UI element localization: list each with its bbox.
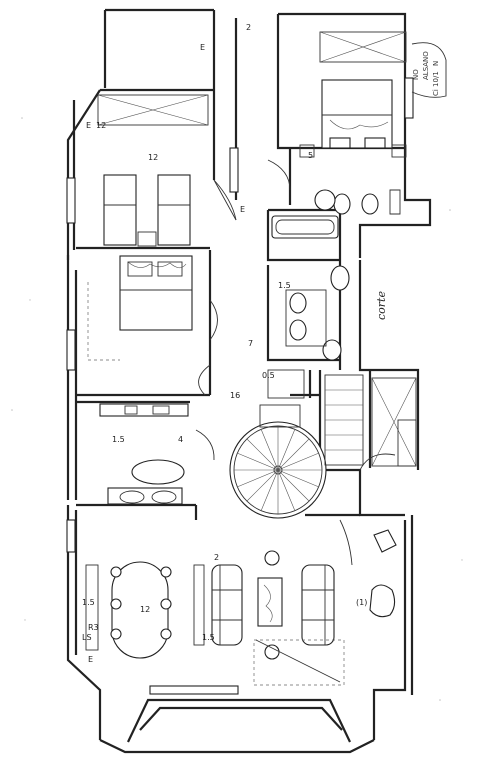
annotation-label: E <box>86 121 91 130</box>
courtyard-label: corte <box>375 291 388 320</box>
radiators <box>66 77 414 553</box>
approval-stamp: NO ALSANO N Ci 10/1 <box>411 42 447 98</box>
dining-table <box>111 561 169 659</box>
annotation-label: 12 <box>96 121 106 130</box>
stamp-line: Ci 10/1 <box>432 71 440 96</box>
annotation-label: 2 <box>214 553 219 562</box>
annotation-label: 12 <box>140 605 150 614</box>
double-bed <box>321 79 393 149</box>
annotations: corte E 12 E 2 12 E 5 1.5 0.5 16 1.5 4 7… <box>82 23 388 664</box>
sofa-1 <box>211 564 243 646</box>
bidet-2 <box>289 319 307 341</box>
sofa-2 <box>301 564 335 646</box>
kitchen <box>99 403 189 505</box>
annotation-label: 16 <box>230 391 240 400</box>
annotation-label: 4 <box>178 435 183 444</box>
sink-1 <box>314 189 336 211</box>
toilet-2 <box>289 292 307 314</box>
annotation-label: 7 <box>248 339 253 348</box>
scan-noise <box>11 117 463 701</box>
stamp-line: NO <box>412 69 420 80</box>
bathrooms <box>271 189 379 361</box>
toilet-1 <box>333 193 351 215</box>
annotation-label: E <box>240 205 245 214</box>
annotation-label: 1.5 <box>278 281 291 290</box>
radiator-1 <box>66 177 76 224</box>
annotation-label: LS <box>82 633 92 642</box>
main-staircase <box>267 369 417 467</box>
coffee-table <box>257 577 283 627</box>
door-swings <box>195 159 396 566</box>
annotation-label: 1.5 <box>82 598 95 607</box>
bidet-1 <box>361 193 379 215</box>
twin-bedroom <box>66 94 209 247</box>
annotation-label: 12 <box>148 153 158 162</box>
annotation-label: 1.5 <box>202 633 215 642</box>
annotation-label: R3 <box>88 623 99 632</box>
annotation-label: 1.5 <box>112 435 125 444</box>
annotation-label: 2 <box>246 23 251 32</box>
sideboard-2 <box>193 564 205 646</box>
spiral-staircase <box>229 404 327 519</box>
guest-bedroom <box>87 255 193 361</box>
annotation-label: (1) <box>356 598 367 607</box>
annotation-label: E <box>200 43 205 52</box>
annotation-label: E <box>88 655 93 664</box>
stamp-line: ALSANO <box>422 51 430 80</box>
annotation-label: 0.5 <box>262 371 275 380</box>
single-bed-1 <box>103 174 137 246</box>
annotation-label: 5 <box>308 151 313 160</box>
outer-walls <box>66 8 432 754</box>
kitchen-table <box>131 459 185 485</box>
master-bedroom <box>299 31 407 215</box>
console <box>85 564 99 651</box>
stamp-line: N <box>432 61 440 66</box>
sink-3 <box>322 339 342 361</box>
living-room <box>85 529 397 695</box>
armchair <box>369 584 396 618</box>
double-bed-2 <box>119 255 193 331</box>
single-bed-2 <box>157 174 191 246</box>
sink-2 <box>330 265 350 291</box>
counter <box>99 403 189 417</box>
bathtub <box>271 215 339 239</box>
radiator-2 <box>149 685 239 695</box>
